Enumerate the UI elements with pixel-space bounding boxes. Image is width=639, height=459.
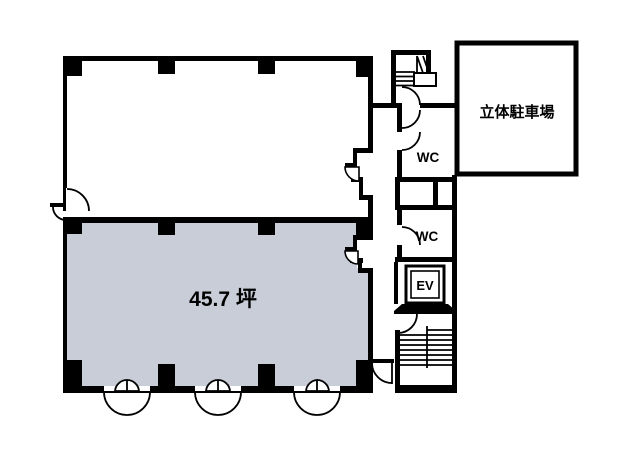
elevator-cab [410, 270, 440, 299]
stairs-upper-landing [413, 72, 437, 87]
entrance-doors [103, 379, 341, 416]
wc-upper-label: WC [417, 150, 440, 165]
parking-label: 立体駐車場 [479, 103, 554, 121]
main-room-fill [67, 223, 368, 386]
parking-room [454, 40, 579, 177]
doorway-recess-cutout [357, 240, 368, 268]
annex-walls [373, 50, 457, 393]
stairs-lower [400, 326, 452, 368]
main-room-area-label: 45.7 坪 [189, 288, 257, 311]
stairs-upper [396, 55, 430, 87]
wc-lower-label: WC [416, 229, 439, 244]
elevator-label: EV [416, 278, 434, 293]
door-arcs [52, 86, 421, 384]
recess-door-swings [344, 166, 360, 265]
